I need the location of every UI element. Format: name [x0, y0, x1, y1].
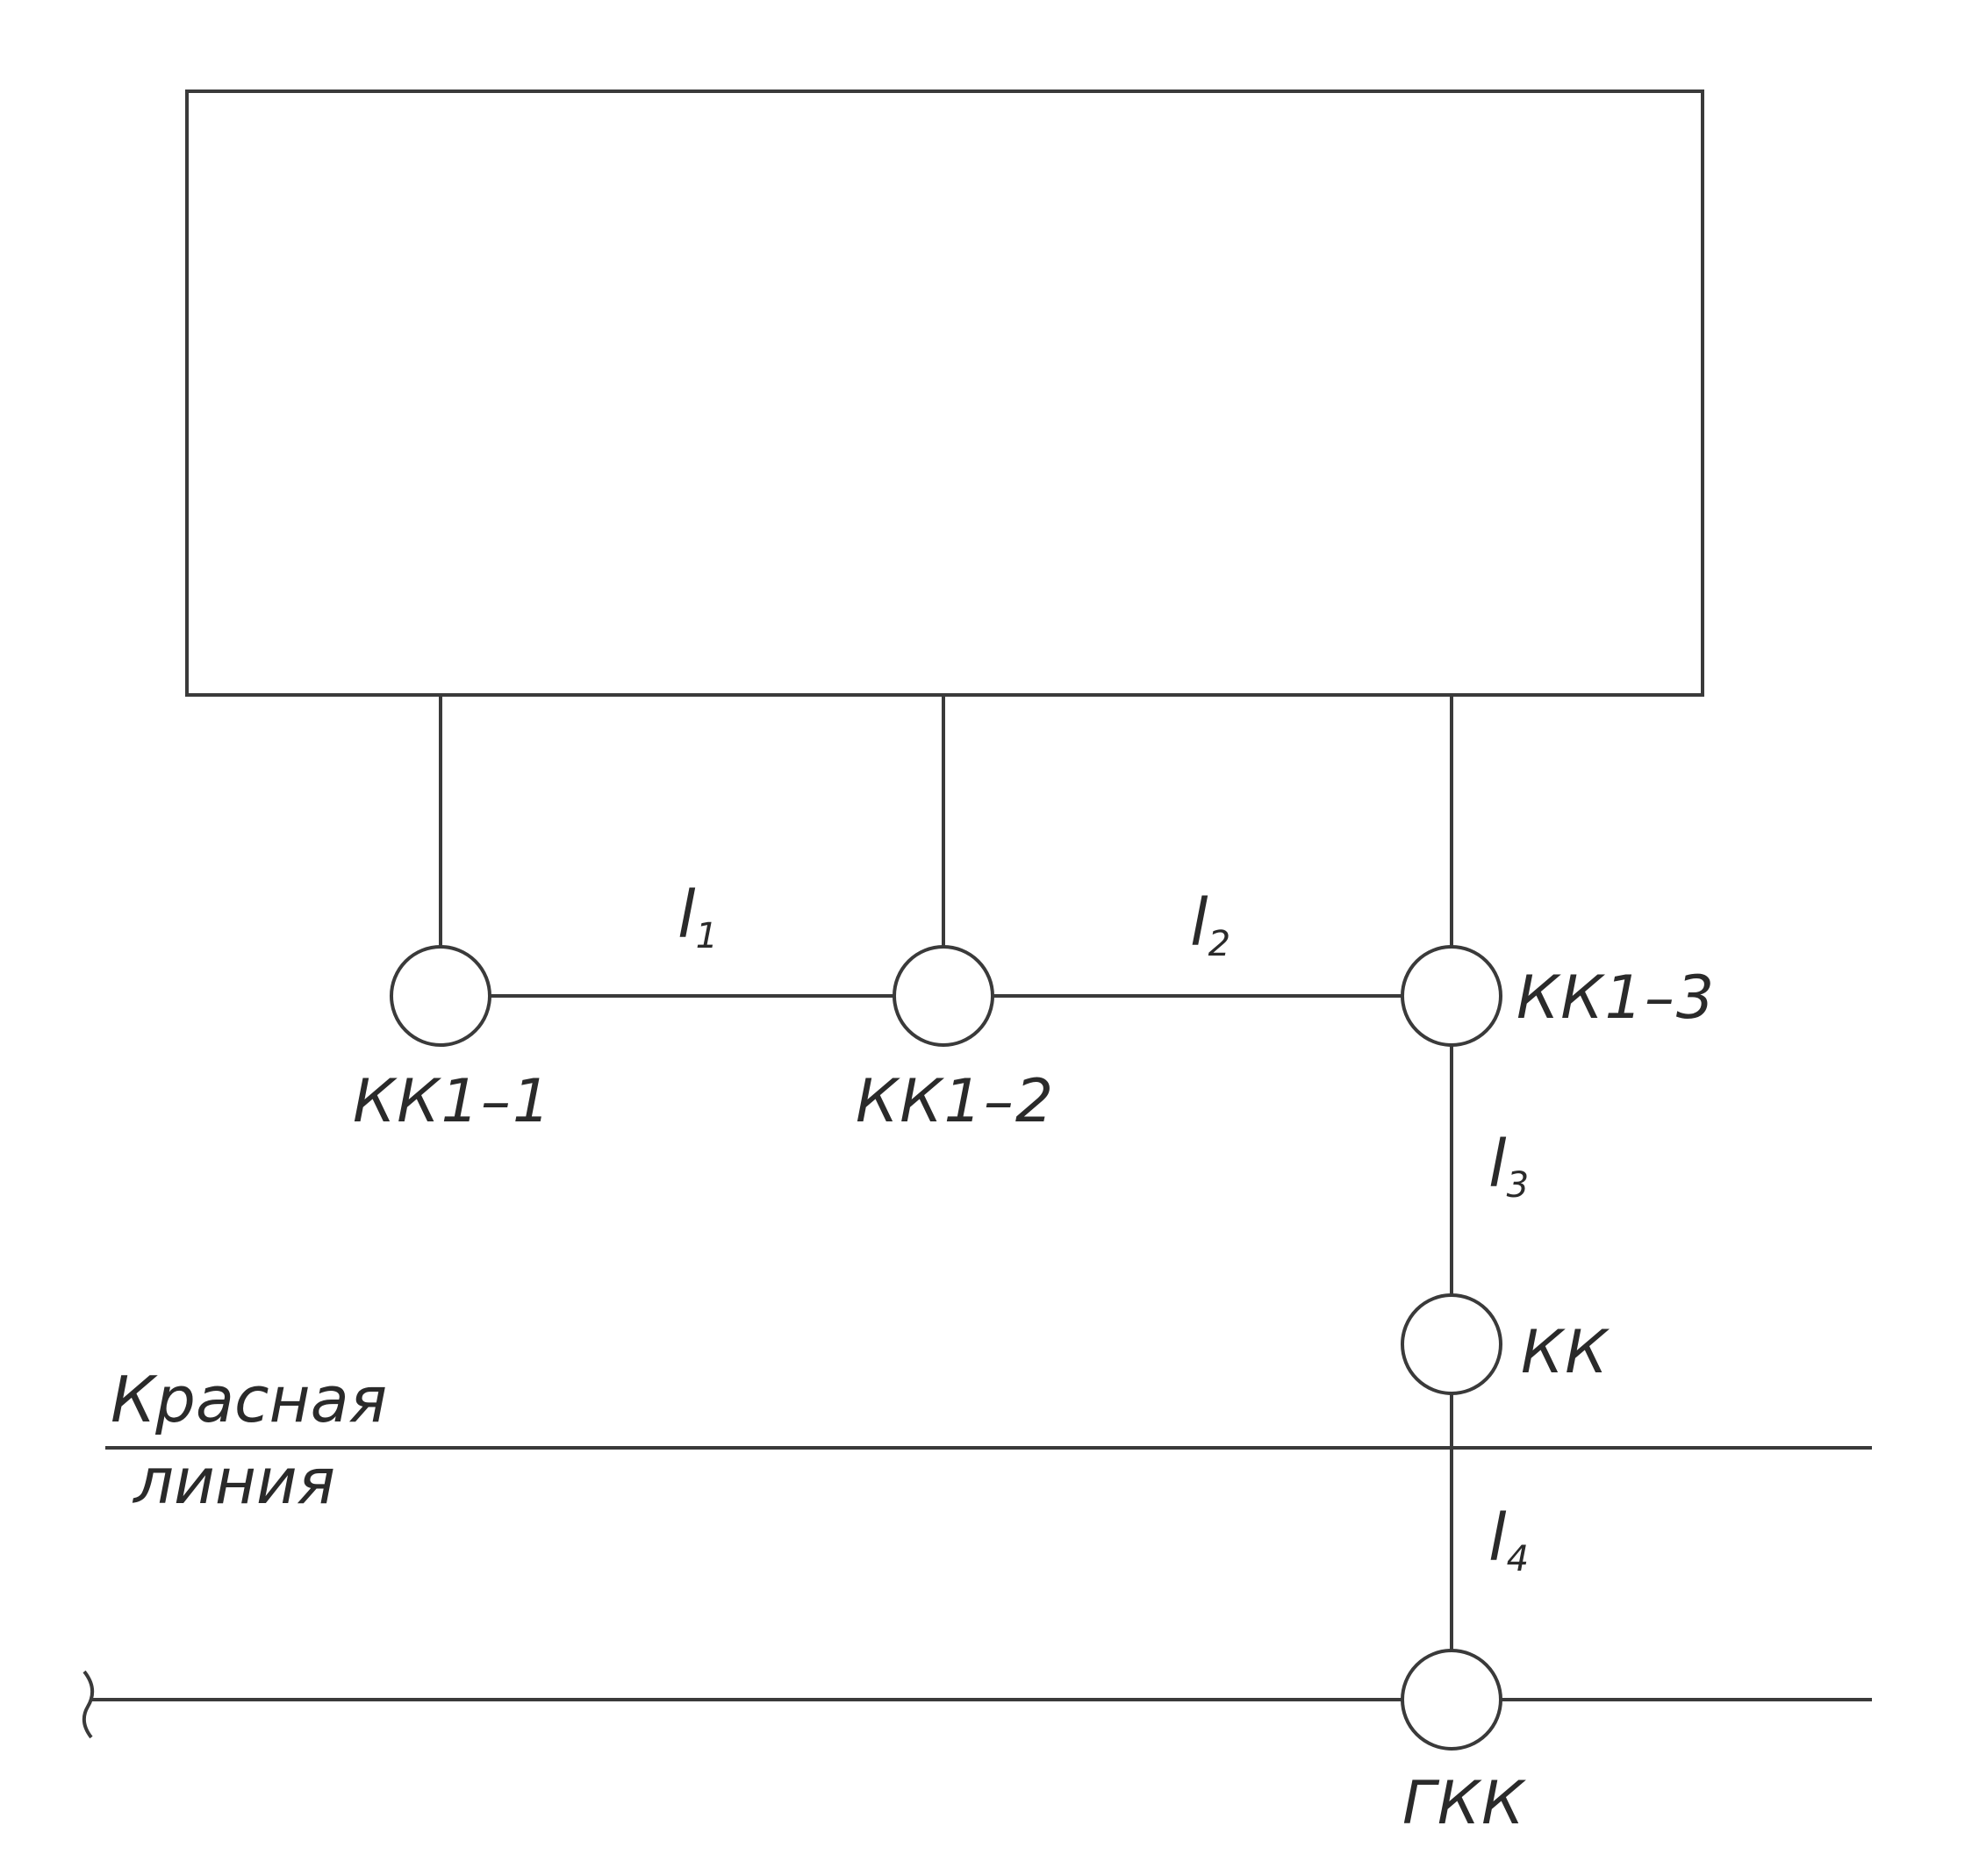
- label-l3-base: l: [1488, 1127, 1507, 1202]
- label-l1: l1: [678, 877, 718, 956]
- street-sewer-break-mark: [82, 1670, 95, 1739]
- label-kk1-2: КК1–2: [856, 1067, 1055, 1136]
- label-l4: l4: [1488, 1500, 1529, 1579]
- well-kk1-3: [1401, 945, 1502, 1047]
- building-outline: [185, 90, 1704, 697]
- label-l1-base: l: [678, 877, 696, 953]
- red-line-caption-line2: линия: [132, 1444, 335, 1518]
- label-gkk: ГКК: [1402, 1769, 1526, 1838]
- well-kk1-2: [893, 945, 994, 1047]
- label-l2-base: l: [1190, 885, 1208, 961]
- label-l3: l3: [1488, 1127, 1529, 1206]
- label-kk1-1: КК1–1: [353, 1067, 552, 1136]
- label-l4-index: 4: [1507, 1539, 1529, 1579]
- label-l1-index: 1: [696, 916, 718, 956]
- label-l3-index: 3: [1507, 1165, 1529, 1206]
- well-gkk: [1401, 1649, 1502, 1751]
- label-l2: l2: [1190, 885, 1230, 964]
- label-l4-base: l: [1488, 1500, 1507, 1576]
- well-kk1-1: [390, 945, 491, 1047]
- label-l2-index: 2: [1208, 924, 1230, 964]
- label-kk: КК: [1521, 1318, 1610, 1387]
- label-kk1-3: КК1–3: [1516, 963, 1716, 1033]
- well-kk: [1401, 1293, 1502, 1395]
- red-line-caption-line1: Красная: [111, 1363, 387, 1436]
